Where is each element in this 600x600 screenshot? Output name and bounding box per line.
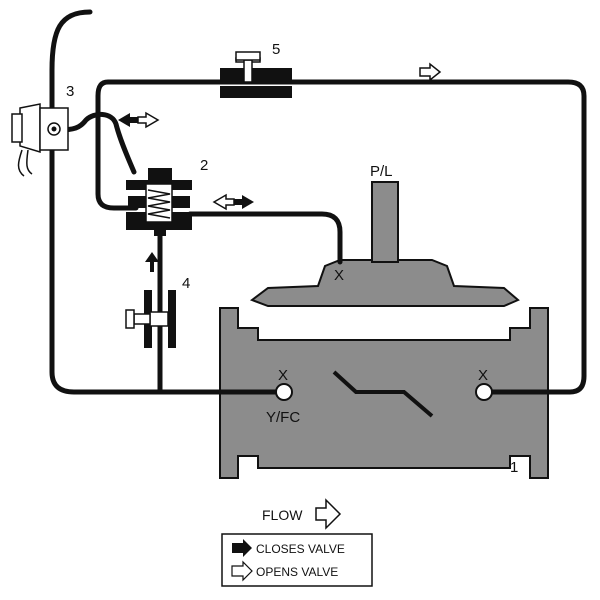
- label-x-cover: X: [334, 267, 344, 284]
- pipe-pilot-cover: [187, 211, 343, 265]
- pilot-control: [126, 168, 192, 236]
- label-1: 1: [510, 459, 518, 476]
- pipe-inlet-supply: [49, 9, 285, 395]
- position-indicator-stem: [371, 181, 399, 263]
- outlet-port: [475, 383, 493, 401]
- label-2: 2: [200, 157, 208, 174]
- pipe-pilot-solenoid: [55, 112, 137, 175]
- label-3: 3: [66, 83, 74, 100]
- legend-opens-label: OPENS VALVE: [256, 565, 338, 579]
- double-arrow-solenoid: [118, 111, 160, 129]
- valve-seat-line: [332, 370, 434, 418]
- label-4: 4: [182, 275, 190, 292]
- label-5: 5: [272, 41, 280, 58]
- legend-opens-arrow: [231, 560, 253, 582]
- double-arrow-cover: [212, 193, 254, 211]
- legend-closes-arrow: [232, 539, 252, 557]
- inlet-port: [275, 383, 293, 401]
- pipe-outlet-loop: [95, 79, 587, 395]
- main-valve-bonnet: [249, 181, 520, 307]
- label-yfc: Y/FC: [266, 409, 300, 426]
- label-x-outlet: X: [478, 367, 488, 384]
- solenoid-valve: [11, 103, 69, 177]
- opens-arrow-top: [419, 62, 442, 82]
- flow-arrow: [315, 498, 342, 530]
- closes-arrow-up: [145, 252, 159, 272]
- flow-label: FLOW: [262, 507, 303, 523]
- label-pl: P/L: [370, 163, 393, 180]
- label-x-inlet: X: [278, 367, 288, 384]
- legend-closes-label: CLOSES VALVE: [256, 542, 345, 556]
- needle-valve: [220, 51, 292, 98]
- legend: CLOSES VALVE OPENS VALVE: [221, 533, 373, 587]
- isolation-valve: [125, 290, 176, 348]
